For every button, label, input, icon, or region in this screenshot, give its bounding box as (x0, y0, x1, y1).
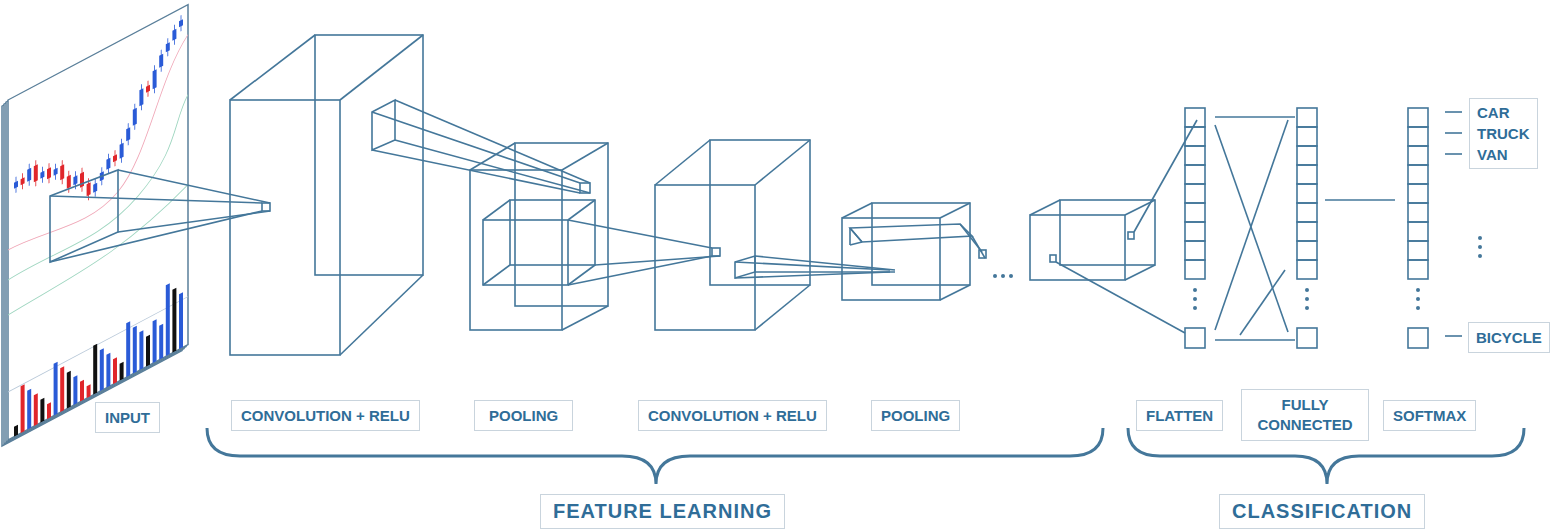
label-box: CLASSIFICATION (1219, 494, 1425, 529)
node-label: TRUCK (1477, 123, 1530, 144)
label-box: SOFTMAX (1383, 400, 1476, 431)
ellipsis-dots (993, 236, 1482, 310)
node-label: POOLING (881, 406, 950, 425)
label-box: POOLING (474, 400, 573, 431)
node-label: INPUT (105, 408, 150, 427)
node-label: SOFTMAX (1393, 406, 1466, 425)
label-box: FULLY CONNECTED (1241, 389, 1369, 441)
node-label: CONVOLUTION + RELU (648, 406, 817, 425)
label-box: FLATTEN (1136, 400, 1223, 431)
node-label: CAR (1477, 102, 1530, 123)
label-box: FEATURE LEARNING (540, 494, 785, 529)
label-box: POOLING (871, 400, 960, 431)
node-label: BICYCLE (1476, 328, 1542, 347)
label-box: CARTRUCKVAN (1469, 98, 1538, 169)
label-box: BICYCLE (1468, 322, 1550, 353)
node-label: CLASSIFICATION (1232, 499, 1412, 524)
node-label: VAN (1477, 144, 1530, 165)
network-wireframe (50, 35, 1462, 355)
node-label: FULLY CONNECTED (1251, 395, 1359, 435)
input-stack (2, 5, 188, 446)
node-label: POOLING (489, 406, 558, 425)
node-label: FLATTEN (1146, 406, 1213, 425)
label-box: CONVOLUTION + RELU (231, 400, 420, 431)
node-label: CONVOLUTION + RELU (241, 406, 410, 425)
node-label: FEATURE LEARNING (553, 499, 772, 524)
label-box: CONVOLUTION + RELU (638, 400, 827, 431)
label-box: INPUT (95, 402, 160, 433)
